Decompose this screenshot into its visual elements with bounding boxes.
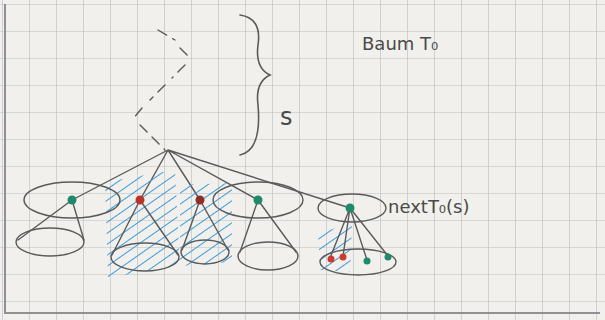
red-node bbox=[196, 196, 205, 205]
green-node bbox=[254, 196, 263, 205]
green-node bbox=[68, 196, 77, 205]
red-node bbox=[328, 256, 335, 263]
height-label: s bbox=[280, 104, 293, 130]
hatched-subtree bbox=[105, 170, 180, 278]
subtree bbox=[330, 208, 388, 260]
green-node bbox=[385, 254, 392, 261]
subtree bbox=[240, 200, 296, 252]
node-circle bbox=[318, 194, 386, 222]
subtree bbox=[181, 240, 229, 264]
green-node bbox=[364, 258, 371, 265]
page-frame bbox=[5, 4, 600, 313]
red-node bbox=[340, 254, 347, 261]
subtree bbox=[16, 228, 84, 256]
path-to-root bbox=[132, 30, 190, 150]
tree-title: Baum T₀ bbox=[362, 34, 438, 54]
node-circle bbox=[213, 182, 303, 218]
subtree bbox=[320, 249, 396, 275]
set-label: nextT₀(s) bbox=[388, 197, 470, 217]
red-node bbox=[136, 196, 145, 205]
green-node bbox=[346, 204, 355, 213]
brace bbox=[240, 15, 270, 155]
hatched-subtree bbox=[180, 183, 232, 266]
subtree bbox=[238, 242, 298, 270]
subtree bbox=[18, 200, 84, 240]
node-circle bbox=[24, 182, 120, 218]
subtree bbox=[111, 243, 179, 271]
